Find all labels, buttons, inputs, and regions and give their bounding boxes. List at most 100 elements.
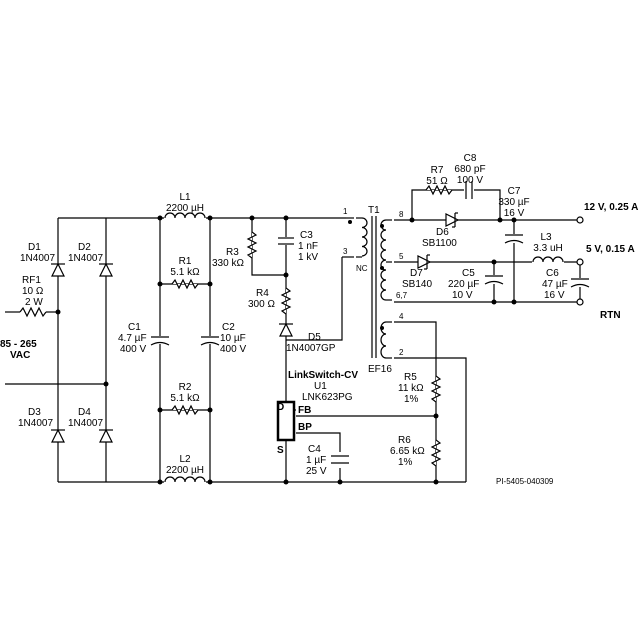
r5-tolerance: 1% [404,394,419,405]
c3-rating: 1 kV [298,252,318,263]
ic-u1 [276,400,296,442]
r6-ref: R6 [398,435,411,446]
c7-value: 330 µF [498,197,529,208]
rf1-rating: 2 W [25,297,43,308]
output-rtn-label: RTN [600,310,621,321]
resistor-r7 [425,184,453,196]
t1-pin-5: 5 [399,252,404,261]
u1-part: LNK623PG [302,392,353,403]
u1-ref: U1 [314,381,327,392]
d7-ref: D7 [410,268,423,279]
c6-value: 47 µF [542,279,568,290]
output-terminals [576,216,584,306]
diode-d5 [279,322,293,337]
r4-ref: R4 [256,288,269,299]
t1-pin-67: 6,7 [396,291,408,300]
c8-ref: C8 [464,153,477,164]
terminal-12v [576,216,584,224]
d6-ref: D6 [436,227,449,238]
rf1-ref: RF1 [22,275,41,286]
diode-d2 [99,262,113,277]
d7-value: SB140 [402,279,432,290]
c2-value: 10 µF [220,333,246,344]
resistor-r2 [171,404,199,416]
capacitor-c7 [504,234,524,244]
u1-pin-fb: FB [298,405,311,416]
d5-value: 1N4007GP [286,343,336,354]
c5-rating: 10 V [452,290,473,301]
diode-d7 [417,254,432,270]
d1-value: 1N4007 [20,253,55,264]
c1-rating: 400 V [120,344,146,355]
terminal-5v [576,258,584,266]
c1-value: 4.7 µF [118,333,147,344]
d1-ref: D1 [28,242,41,253]
r6-value: 6.65 kΩ [390,446,425,457]
c4-rating: 25 V [306,466,327,477]
r3-ref: R3 [226,247,239,258]
c4-ref: C4 [308,444,321,455]
output-5v-label: 5 V, 0.15 A [586,244,635,255]
l1-value: 2200 µH [166,203,204,214]
resistor-r6 [430,439,442,467]
l3-ref: L3 [540,232,552,243]
d6-value: SB1100 [422,238,457,249]
r5-ref: R5 [404,372,417,383]
t1-nc: NC [356,264,368,273]
c6-ref: C6 [546,268,559,279]
capacitor-c2 [200,336,220,346]
r2-value: 5.1 kΩ [170,393,200,404]
t1-pin-3: 3 [343,247,348,256]
t1-ref: T1 [368,205,380,216]
capacitor-c3 [277,237,295,245]
r3-value: 330 kΩ [212,258,244,269]
r7-ref: R7 [431,165,444,176]
u1-pin-bp: BP [298,422,312,433]
inductor-l3 [532,254,564,264]
c7-rating: 16 V [504,208,525,219]
d4-value: 1N4007 [68,418,103,429]
diode-d4 [99,428,113,443]
c2-rating: 400 V [220,344,246,355]
resistor-r1 [171,278,199,290]
resistor-r3 [246,231,258,259]
diode-d6 [445,212,460,228]
l2-value: 2200 µH [166,465,204,476]
c1-ref: C1 [128,322,141,333]
l1-ref: L1 [179,192,191,203]
c5-ref: C5 [462,268,475,279]
r1-value: 5.1 kΩ [170,267,200,278]
r5-value: 11 kΩ [398,383,424,394]
t1-pin-2: 2 [399,348,404,357]
c4-value: 1 µF [306,455,326,466]
u1-pin-d: D [277,402,284,413]
t1-pin-1: 1 [343,207,348,216]
resistor-r4 [280,287,292,315]
transformer-t1 [348,212,394,362]
c2-ref: C2 [222,322,235,333]
r4-value: 300 Ω [248,299,275,310]
c3-value: 1 nF [298,241,318,252]
document-id: PI-5405-040309 [496,477,554,486]
t1-pin-8: 8 [399,210,404,219]
c3-ref: C3 [300,230,313,241]
r2-ref: R2 [179,382,192,393]
t1-pin-4: 4 [399,312,404,321]
resistor-r5 [430,375,442,403]
c7-ref: C7 [508,186,521,197]
d5-ref: D5 [308,332,321,343]
r1-ref: R1 [179,256,192,267]
d3-value: 1N4007 [18,418,53,429]
d2-ref: D2 [78,242,91,253]
t1-core: EF16 [368,364,392,375]
inductor-l1 [164,210,206,220]
c8-value: 680 pF [454,164,485,175]
d4-ref: D4 [78,407,91,418]
d2-value: 1N4007 [68,253,103,264]
d3-ref: D3 [28,407,41,418]
resistor-rf1 [19,306,47,318]
output-12v-label: 12 V, 0.25 A [584,202,638,213]
inductor-l2 [164,474,206,484]
c6-rating: 16 V [544,290,565,301]
